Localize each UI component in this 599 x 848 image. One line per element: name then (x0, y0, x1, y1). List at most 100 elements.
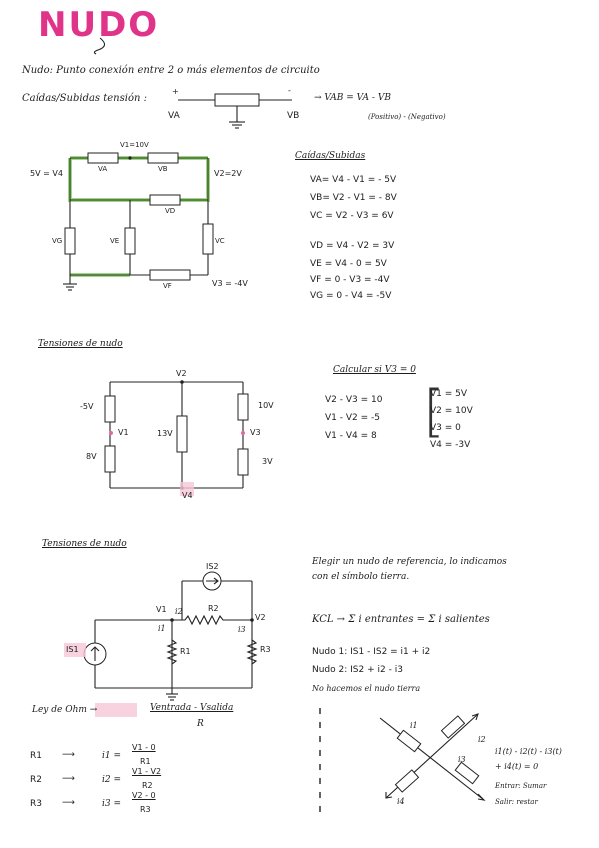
c1-ve: VE (110, 237, 120, 245)
calc-result: V3 = 0 (430, 423, 461, 433)
kcl-formula: KCL → Σ i entrantes = Σ i salientes (312, 614, 490, 625)
ohm-row-den: R3 (140, 805, 151, 814)
top-minus: - (288, 86, 291, 95)
c3-r1: R1 (180, 647, 191, 656)
ohm-row-i: i1 = (102, 751, 122, 761)
resistor-va (87, 152, 119, 164)
elegir-line-2: con el símbolo tierra. (312, 572, 410, 582)
cross-eq: Entrar: Sumar (495, 782, 547, 790)
v4-highlight (180, 482, 194, 496)
caidas-subidas-heading: Caídas/Subidas tensión : (22, 93, 147, 104)
c2-v2: V2 (176, 369, 187, 378)
calc-result: V2 = 10V (430, 406, 473, 416)
ohm-arrow: ⟶ (62, 798, 75, 808)
c2-13v: 13V (157, 429, 173, 438)
c1-vd: VD (165, 207, 176, 215)
calcular-heading: Calcular si V3 = 0 (333, 365, 416, 375)
calc-result: V4 = -3V (430, 440, 471, 450)
resistor-vf (149, 269, 191, 281)
no-tierra: No hacemos el nudo tierra (312, 684, 421, 693)
elegir-line-1: Elegir un nudo de referencia, lo indicam… (312, 557, 507, 567)
calc-eq: V1 - V4 = 8 (325, 431, 377, 441)
ohm-row-i: i2 = (102, 775, 122, 785)
page-title: NUDO (38, 5, 160, 45)
c1-va: VA (98, 165, 108, 173)
ohm-row-den: R1 (140, 757, 151, 766)
ohm-row-den: R2 (142, 781, 153, 790)
is1-highlight (64, 643, 86, 657)
ohm-den: R (197, 719, 204, 729)
c1-v1: V1=10V (120, 141, 149, 149)
caida-eq: VA= V4 - V1 = - 5V (310, 175, 397, 185)
ohm-row-r: R1 (30, 751, 42, 761)
c1-v4: 5V = V4 (30, 169, 63, 178)
resistor-13v (176, 415, 188, 453)
cross-i1: i1 (410, 721, 418, 730)
ohm-arrow: ⟶ (62, 774, 75, 784)
c1-vg: VG (52, 237, 63, 245)
cross-eq: Salir: restar (495, 798, 538, 806)
resistor-r1 (166, 639, 178, 665)
c1-vc: VC (215, 237, 225, 245)
circuit-3 (83, 571, 258, 701)
c3-i2: i2 (175, 607, 183, 616)
caida-eq: VB= V2 - V1 = - 8V (310, 193, 397, 203)
caidas-heading: Caídas/Subidas (295, 151, 366, 161)
resistor-ve (124, 227, 136, 255)
c3-v1: V1 (156, 605, 167, 614)
c2-v1: V1 (118, 428, 129, 437)
c2-v3: V3 (250, 428, 261, 437)
c3-r3: R3 (260, 645, 271, 654)
c3-v2: V2 (255, 613, 266, 622)
brace: [ (423, 379, 445, 444)
top-vb: VB (287, 111, 300, 121)
title-swirl (93, 37, 106, 55)
resistor-vb (147, 152, 179, 164)
resistor-3v (237, 448, 249, 476)
c3-r2: R2 (208, 604, 219, 613)
calc-eq: V1 - V2 = -5 (325, 413, 380, 423)
ohm-num: Ventrada - Vsalida (150, 703, 234, 713)
tensiones-heading-2: Tensiones de nudo (42, 539, 127, 549)
ohm-row-num: V1 - 0 (132, 743, 156, 752)
ohm-row-num: V2 - 0 (132, 791, 156, 800)
c1-v3: V3 = -4V (212, 279, 248, 288)
resistor-vd (149, 194, 181, 206)
cross-i3: i3 (458, 755, 466, 764)
cross-eq: + i4(t) = 0 (495, 762, 539, 771)
ohm-arrow: ⟶ (62, 750, 75, 760)
cross-eq: i1(t) - i2(t) - i3(t) (495, 747, 562, 756)
resistor-m5v (104, 395, 116, 423)
ohm-label: Ley de Ohm → (32, 705, 98, 715)
resistor-r3 (246, 639, 258, 665)
ohm-row-num: V1 - V2 (132, 767, 162, 776)
circuit-1 (63, 152, 214, 291)
c3-is1: IS1 (66, 645, 79, 654)
cross-i2: i2 (478, 735, 486, 744)
ohm-row-r: R2 (30, 775, 42, 785)
c3-i1: i1 (158, 624, 166, 633)
c3-i3: i3 (238, 625, 246, 634)
c2-3v: 3V (262, 457, 273, 466)
vab-formula: → VAB = VA - VB (314, 93, 391, 103)
resistor-10v (237, 393, 249, 421)
c2-8v: 8V (86, 452, 97, 461)
cross-i4: i4 (397, 797, 405, 806)
ohm-highlight (95, 703, 137, 717)
ohm-row-i: i3 = (102, 799, 122, 809)
c1-v2: V2=2V (214, 169, 242, 178)
calc-eq: V2 - V3 = 10 (325, 395, 383, 405)
caida-eq: VC = V2 - V3 = 6V (310, 211, 394, 221)
c1-vf: VF (163, 282, 172, 290)
c2-10v: 10V (258, 401, 274, 410)
ohm-row-r: R3 (30, 799, 42, 809)
circuit-2 (104, 380, 249, 490)
c1-vb: VB (158, 165, 168, 173)
c3-is2: IS2 (206, 562, 219, 571)
current-cross (379, 713, 486, 801)
resistor-8v (104, 445, 116, 473)
nudo1-eq: Nudo 1: IS1 - IS2 = i1 + i2 (312, 647, 431, 657)
resistor-vc (202, 223, 214, 255)
tensiones-heading-1: Tensiones de nudo (38, 339, 123, 349)
